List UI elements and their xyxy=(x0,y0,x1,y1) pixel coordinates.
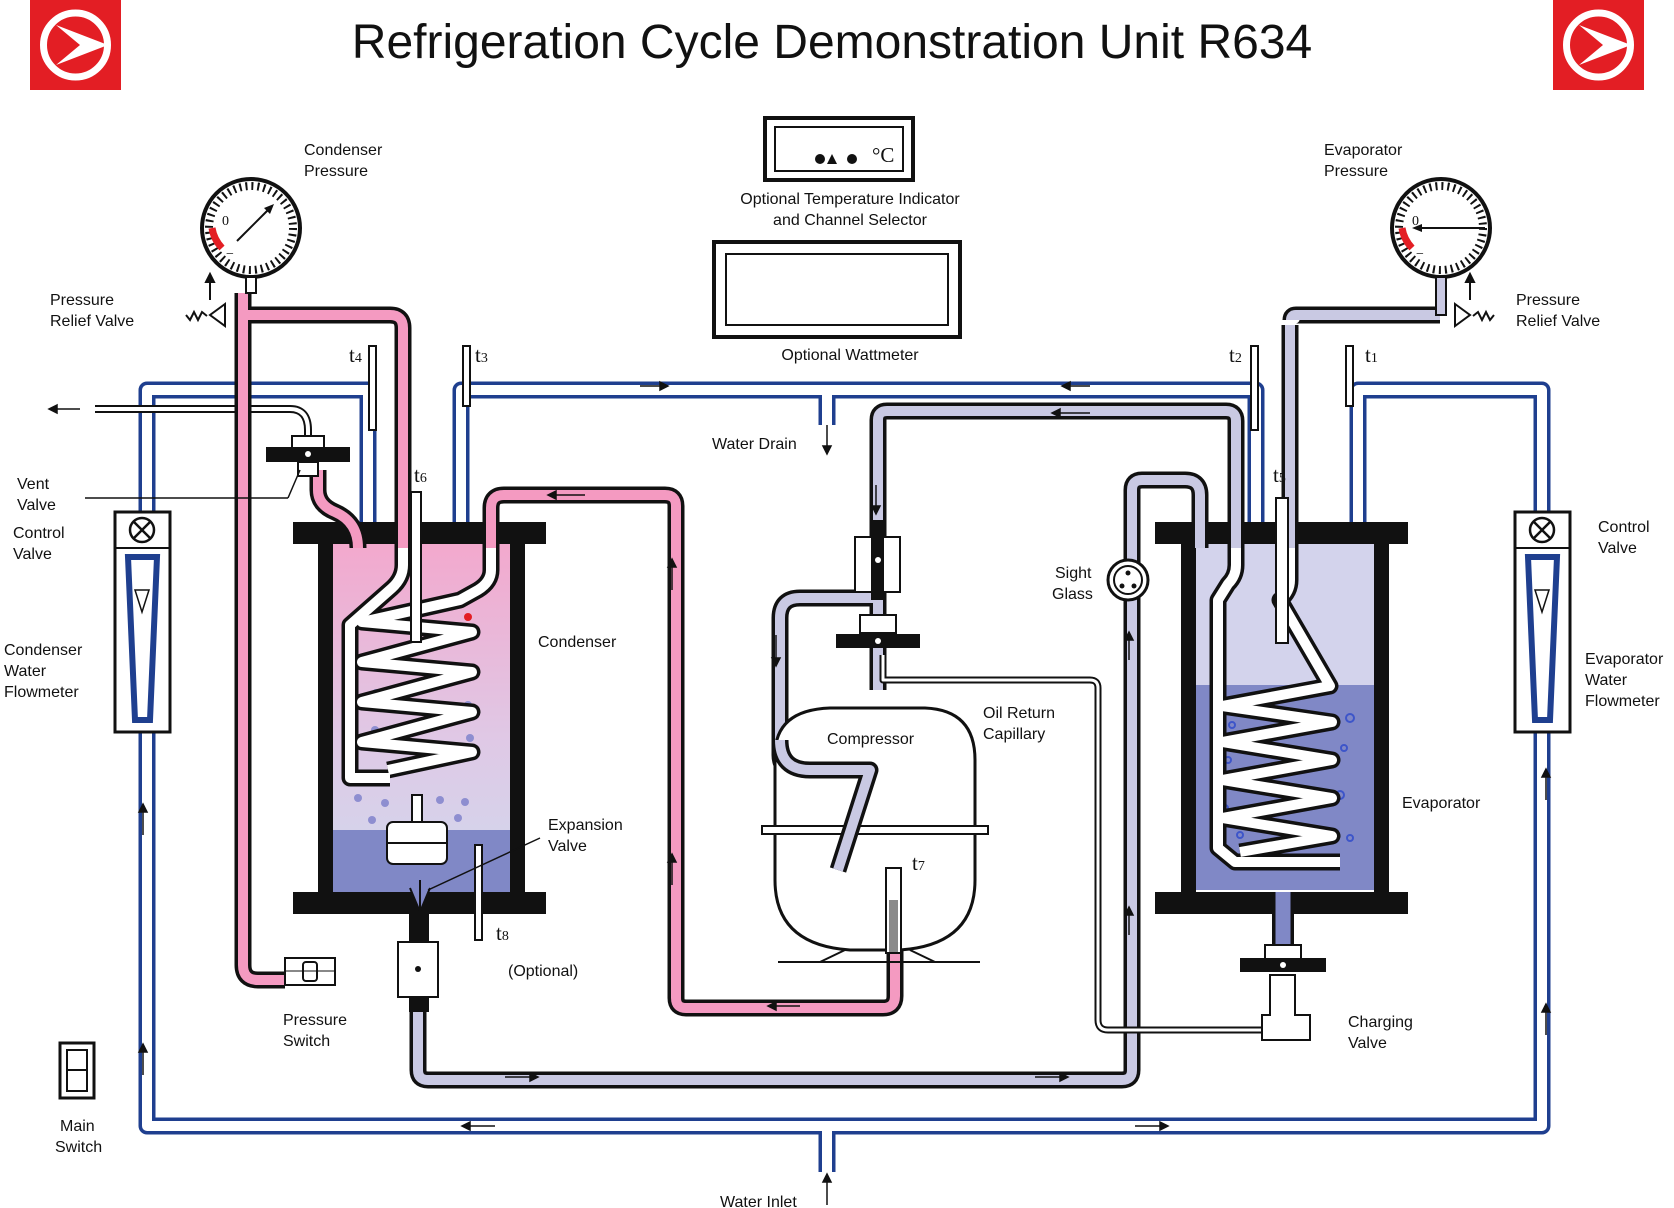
sensor-t7-label: t7 xyxy=(912,851,925,875)
evaporator-gauge-zero: 0 xyxy=(1412,214,1419,229)
logo-right xyxy=(1553,0,1644,90)
flow-arrows xyxy=(47,380,1552,1205)
logo-left xyxy=(30,0,121,90)
sensor-t2-label: t2 xyxy=(1229,343,1242,367)
sensor-t8-label: t8 xyxy=(496,921,509,945)
evaporator-water-flowmeter xyxy=(1513,510,1572,734)
temperature-unit: °C xyxy=(872,143,894,167)
filter-drier xyxy=(397,912,439,1012)
condenser-pressure-gauge xyxy=(200,177,302,294)
condenser-coil xyxy=(341,548,500,787)
page-title: Refrigeration Cycle Demonstration Unit R… xyxy=(352,16,1312,69)
temperature-indicator xyxy=(763,116,915,182)
charging-valve[interactable] xyxy=(1240,944,1326,1041)
sensor-t4-label: t4 xyxy=(349,343,362,367)
wattmeter xyxy=(712,240,962,339)
sensor-t6-label: t6 xyxy=(414,463,427,487)
water-inlet-label: Water Inlet xyxy=(720,1194,797,1208)
sensor-t5-label: t5 xyxy=(1273,463,1286,487)
condenser-water-flowmeter xyxy=(113,510,172,734)
condenser-label: Condenser xyxy=(538,634,617,651)
sensor-labels: t1 t2 t3 t4 t5 t6 t7 t8 xyxy=(349,343,1378,945)
condenser-gauge-minus: − xyxy=(226,247,234,262)
vent-valve[interactable] xyxy=(266,435,350,477)
sensor-t3-label: t3 xyxy=(475,343,488,367)
sensor-t1-label: t1 xyxy=(1365,343,1378,367)
evaporator-label: Evaporator xyxy=(1402,795,1481,812)
wattmeter-label: Optional Wattmeter xyxy=(781,347,919,364)
condenser-gauge-zero: 0 xyxy=(222,214,229,229)
evaporator-pressure-gauge xyxy=(1390,177,1492,316)
pressure-relief-valve-right xyxy=(1454,271,1495,328)
leader-lines xyxy=(85,469,541,891)
compressor-label: Compressor xyxy=(827,731,915,748)
sight-glass xyxy=(1106,558,1150,602)
main-switch[interactable] xyxy=(58,1041,96,1100)
service-valve[interactable] xyxy=(836,520,920,648)
water-drain-label: Water Drain xyxy=(712,436,797,453)
refrigerant-arrows xyxy=(505,407,1135,1083)
pressure-switch[interactable] xyxy=(284,957,336,986)
evaporator-gauge-minus: − xyxy=(1416,247,1424,262)
sensor-probes xyxy=(368,345,1354,941)
optional-label: (Optional) xyxy=(508,963,578,980)
pressure-relief-valve-left xyxy=(185,271,226,328)
